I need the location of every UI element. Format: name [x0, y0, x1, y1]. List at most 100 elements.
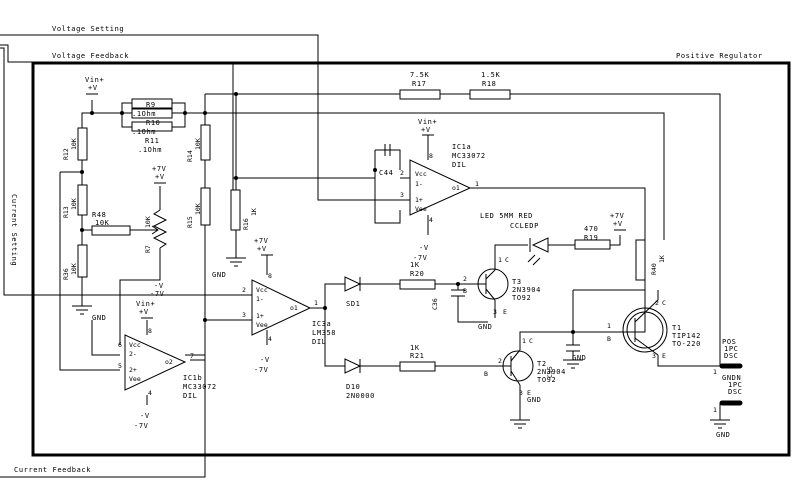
voltage-setting-label: Voltage Setting: [52, 25, 124, 33]
regulator-box: [31, 61, 791, 457]
r36-body: [77, 244, 88, 278]
svg-text:2-: 2-: [129, 350, 137, 358]
svg-text:Vin+: Vin+: [136, 300, 155, 308]
r17-body: [399, 89, 441, 100]
r14-body: [200, 124, 211, 161]
svg-text:1+: 1+: [256, 312, 264, 320]
svg-text:-7V: -7V: [134, 422, 149, 430]
svg-text:R7: R7: [144, 245, 152, 253]
svg-text:4: 4: [268, 335, 272, 343]
svg-text:E: E: [662, 352, 666, 360]
svg-text:GND: GND: [478, 323, 492, 331]
svg-text:TO92: TO92: [512, 294, 531, 302]
svg-text:TO-220: TO-220: [672, 340, 701, 348]
svg-text:C: C: [505, 256, 509, 264]
svg-text:+7V: +7V: [254, 237, 269, 245]
svg-text:+V: +V: [613, 220, 623, 228]
svg-text:DIL: DIL: [452, 161, 466, 169]
svg-text:MC33072: MC33072: [452, 152, 486, 160]
svg-text:1K: 1K: [250, 208, 258, 216]
svg-text:1K: 1K: [410, 261, 420, 269]
t1-label: T1: [672, 324, 682, 332]
component-labels: R9 .1Ohm R10 .1Ohm R11 .1Ohm R12 10K R13…: [62, 71, 666, 378]
svg-text:TO92: TO92: [537, 376, 556, 384]
junction-dots: [80, 92, 575, 334]
svg-text:1K: 1K: [410, 344, 420, 352]
svg-text:+7V: +7V: [610, 212, 625, 220]
r12-body: [77, 127, 88, 161]
ic3a-label: IC3a: [312, 320, 331, 328]
svg-text:TIP142: TIP142: [672, 332, 701, 340]
svg-text:R40: R40: [650, 263, 658, 275]
svg-text:DIL: DIL: [183, 392, 197, 400]
sd1-label: SD1: [346, 300, 360, 308]
svg-text:+V: +V: [139, 308, 149, 316]
svg-text:Vee: Vee: [256, 321, 268, 329]
d10-label: D10: [346, 383, 360, 391]
led-label: LED 5MM RED: [480, 212, 533, 220]
svg-text:E: E: [503, 308, 507, 316]
transistor-t2: T2 2N3904 TO92: [502, 349, 565, 386]
current-setting-label: Current Setting: [10, 194, 18, 266]
r11-body: [131, 121, 173, 132]
svg-text:470: 470: [584, 225, 598, 233]
diode-d10: D10 2N0000: [344, 358, 374, 400]
svg-text:3: 3: [242, 311, 246, 319]
svg-text:R14: R14: [186, 150, 194, 162]
opamp-ic1b: Vcc 2- 2+ Vee o2 IC1b MC33072 DIL: [124, 334, 216, 400]
svg-text:1-: 1-: [256, 295, 264, 303]
gnd-connector-label: GNDN: [722, 374, 741, 382]
svg-text:Vee: Vee: [415, 205, 427, 213]
svg-text:7.5K: 7.5K: [410, 71, 429, 79]
svg-text:1.5K: 1.5K: [481, 71, 500, 79]
svg-text:1: 1: [498, 256, 502, 264]
svg-text:R15: R15: [186, 216, 194, 228]
svg-text:C36: C36: [431, 298, 439, 310]
svg-text:1K: 1K: [658, 255, 666, 263]
svg-text:R13: R13: [62, 206, 70, 218]
svg-text:+V: +V: [155, 173, 165, 181]
svg-text:DSC: DSC: [728, 388, 742, 396]
svg-text:6: 6: [118, 341, 122, 349]
svg-text:1+: 1+: [415, 196, 423, 204]
svg-text:+V: +V: [88, 84, 98, 92]
svg-text:7: 7: [190, 352, 194, 360]
svg-text:R21: R21: [410, 352, 424, 360]
svg-text:C44: C44: [379, 169, 393, 177]
r16-body: [230, 189, 241, 231]
svg-text:CCLEDP: CCLEDP: [510, 222, 539, 230]
svg-text:R11: R11: [145, 137, 159, 145]
wiring: [30, 93, 721, 430]
svg-text:2: 2: [498, 357, 502, 365]
svg-text:.1Ohm: .1Ohm: [132, 110, 156, 118]
r20-body: [399, 279, 436, 290]
r10-body: [131, 108, 173, 119]
svg-text:.1Ohm: .1Ohm: [132, 128, 156, 136]
svg-text:-V: -V: [260, 356, 270, 364]
svg-text:-V: -V: [140, 412, 150, 420]
r18-body: [469, 89, 511, 100]
svg-text:10K: 10K: [95, 219, 110, 227]
svg-text:o1: o1: [290, 304, 298, 312]
svg-text:+V: +V: [257, 245, 267, 253]
svg-text:1-: 1-: [415, 180, 423, 188]
svg-text:C: C: [662, 299, 666, 307]
svg-text:10K: 10K: [144, 216, 152, 228]
svg-text:Vcc: Vcc: [415, 170, 427, 178]
svg-text:B: B: [607, 335, 611, 343]
svg-text:C: C: [529, 337, 533, 345]
svg-text:LM358: LM358: [312, 329, 336, 337]
r21-body: [399, 361, 436, 372]
svg-text:GND: GND: [716, 431, 730, 439]
transistor-t3: T3 2N3904 TO92: [475, 268, 540, 302]
r15-body: [200, 187, 211, 226]
svg-text:+7V: +7V: [152, 165, 167, 173]
svg-text:2: 2: [242, 286, 246, 294]
svg-text:R18: R18: [482, 80, 496, 88]
svg-text:-7V: -7V: [150, 290, 165, 298]
svg-text:+V: +V: [421, 126, 431, 134]
svg-text:R19: R19: [584, 234, 598, 242]
external-signal-lines: Voltage Setting Voltage Feedback Current…: [0, 25, 375, 478]
svg-text:R17: R17: [412, 80, 426, 88]
svg-text:R36: R36: [62, 268, 70, 280]
